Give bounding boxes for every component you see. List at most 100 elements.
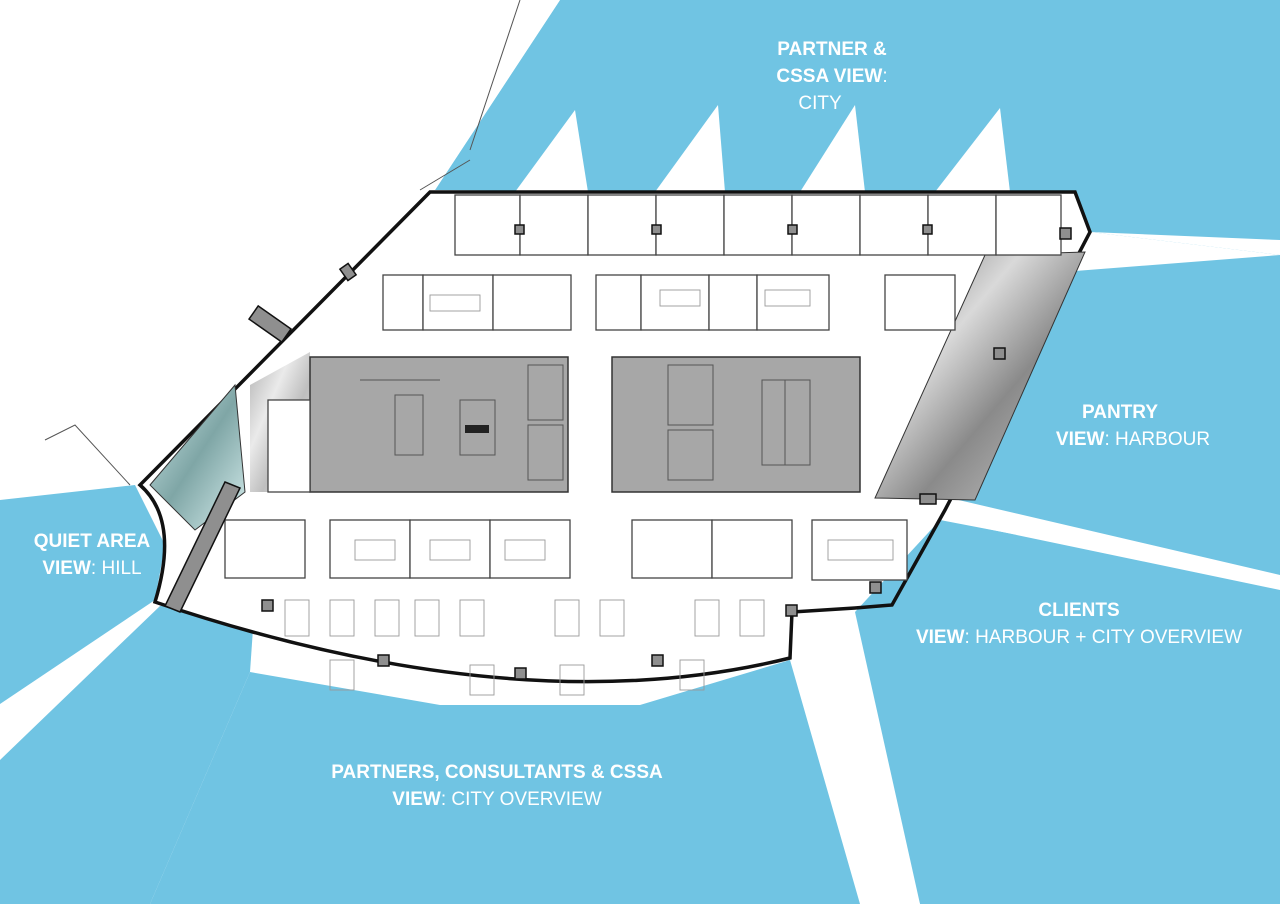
meeting-rooms-north bbox=[382, 274, 956, 331]
desk bbox=[559, 664, 585, 696]
column bbox=[922, 224, 933, 235]
meeting-rooms-south bbox=[224, 519, 908, 581]
core-column bbox=[465, 425, 489, 433]
label-quiet-area-view: VIEW: HILL bbox=[42, 558, 141, 579]
column bbox=[261, 599, 274, 612]
column bbox=[787, 224, 798, 235]
column bbox=[247, 304, 293, 344]
office bbox=[791, 194, 861, 256]
context-line bbox=[44, 424, 131, 486]
wedge bbox=[935, 108, 1010, 192]
meeting-room bbox=[756, 274, 830, 331]
column bbox=[919, 493, 937, 505]
column bbox=[651, 224, 662, 235]
desk bbox=[679, 659, 705, 691]
column bbox=[869, 581, 882, 594]
label-partners-consultants-view: VIEW: CITY OVERVIEW bbox=[392, 789, 601, 810]
column bbox=[377, 654, 390, 667]
office bbox=[927, 194, 997, 256]
meeting-room bbox=[711, 519, 793, 579]
desk bbox=[329, 599, 355, 637]
column bbox=[514, 667, 527, 680]
desk bbox=[599, 599, 625, 637]
desk bbox=[284, 599, 310, 637]
meeting-table bbox=[764, 289, 811, 307]
context-line bbox=[469, 0, 521, 151]
office bbox=[519, 194, 589, 256]
columns bbox=[163, 224, 1072, 680]
service-core-west bbox=[309, 356, 569, 493]
office bbox=[587, 194, 657, 256]
lift bbox=[527, 364, 564, 421]
label-partner-cssa-view: CITY bbox=[798, 93, 842, 114]
wedge bbox=[655, 105, 725, 192]
corridor-wall bbox=[267, 399, 311, 493]
stair bbox=[761, 379, 811, 466]
meeting-room bbox=[708, 274, 758, 331]
meeting-room bbox=[382, 274, 424, 331]
view-wedges bbox=[420, 0, 1280, 904]
wedge bbox=[1090, 232, 1280, 255]
column bbox=[993, 347, 1006, 360]
view-cone-quiet-lower bbox=[0, 600, 255, 904]
label-partner-cssa-subtitle: CSSA VIEW: bbox=[776, 66, 887, 87]
meeting-room bbox=[492, 274, 572, 331]
desk bbox=[414, 599, 440, 637]
wedge bbox=[420, 0, 560, 190]
desk bbox=[329, 659, 355, 691]
meeting-room bbox=[224, 519, 306, 579]
label-clients-title: CLIENTS bbox=[1038, 600, 1119, 621]
building-outline bbox=[137, 190, 1092, 684]
meeting-table bbox=[429, 294, 481, 312]
stair bbox=[459, 399, 496, 456]
core-block bbox=[611, 356, 861, 493]
view-cone-partners bbox=[150, 660, 860, 904]
wedge bbox=[800, 105, 865, 192]
office bbox=[723, 194, 793, 256]
meeting-room bbox=[329, 519, 411, 579]
column bbox=[651, 654, 664, 667]
desk bbox=[459, 599, 485, 637]
office bbox=[859, 194, 929, 256]
view-labels: PARTNER & CSSA VIEW: CITY PANTRY VIEW: H… bbox=[34, 39, 1242, 810]
column bbox=[163, 481, 242, 613]
north-offices bbox=[454, 194, 1062, 256]
lift bbox=[527, 424, 564, 481]
wedge bbox=[795, 640, 920, 904]
meeting-room bbox=[884, 274, 956, 331]
meeting-room bbox=[489, 519, 571, 579]
workstations bbox=[284, 289, 894, 696]
meeting-room bbox=[409, 519, 491, 579]
meeting-table bbox=[659, 289, 701, 307]
meeting-room bbox=[595, 274, 642, 331]
desk bbox=[554, 599, 580, 637]
office bbox=[655, 194, 725, 256]
washroom bbox=[667, 364, 714, 426]
desk bbox=[694, 599, 720, 637]
desk bbox=[739, 599, 765, 637]
view-cone-clients bbox=[855, 520, 1280, 904]
label-clients-view: VIEW: HARBOUR + CITY OVERVIEW bbox=[916, 627, 1242, 648]
meeting-table bbox=[429, 539, 471, 561]
service-core-east bbox=[611, 356, 861, 493]
label-quiet-area-title: QUIET AREA bbox=[34, 531, 151, 552]
meeting-room bbox=[631, 519, 713, 579]
view-cone-quiet-area bbox=[0, 485, 165, 704]
column bbox=[514, 224, 525, 235]
label-pantry-title: PANTRY bbox=[1082, 402, 1158, 423]
wedge bbox=[515, 110, 588, 192]
context-line bbox=[419, 159, 471, 191]
meeting-room bbox=[422, 274, 494, 331]
desk bbox=[374, 599, 400, 637]
desk bbox=[469, 664, 495, 696]
label-partner-cssa-title: PARTNER & bbox=[777, 39, 887, 60]
label-pantry-view: VIEW: HARBOUR bbox=[1056, 429, 1210, 450]
lift bbox=[394, 394, 424, 456]
office bbox=[995, 194, 1062, 256]
meeting-table bbox=[827, 539, 894, 561]
column bbox=[1059, 227, 1072, 240]
meeting-table bbox=[354, 539, 396, 561]
label-partners-consultants-title: PARTNERS, CONSULTANTS & CSSA bbox=[331, 762, 663, 783]
column bbox=[338, 262, 358, 282]
